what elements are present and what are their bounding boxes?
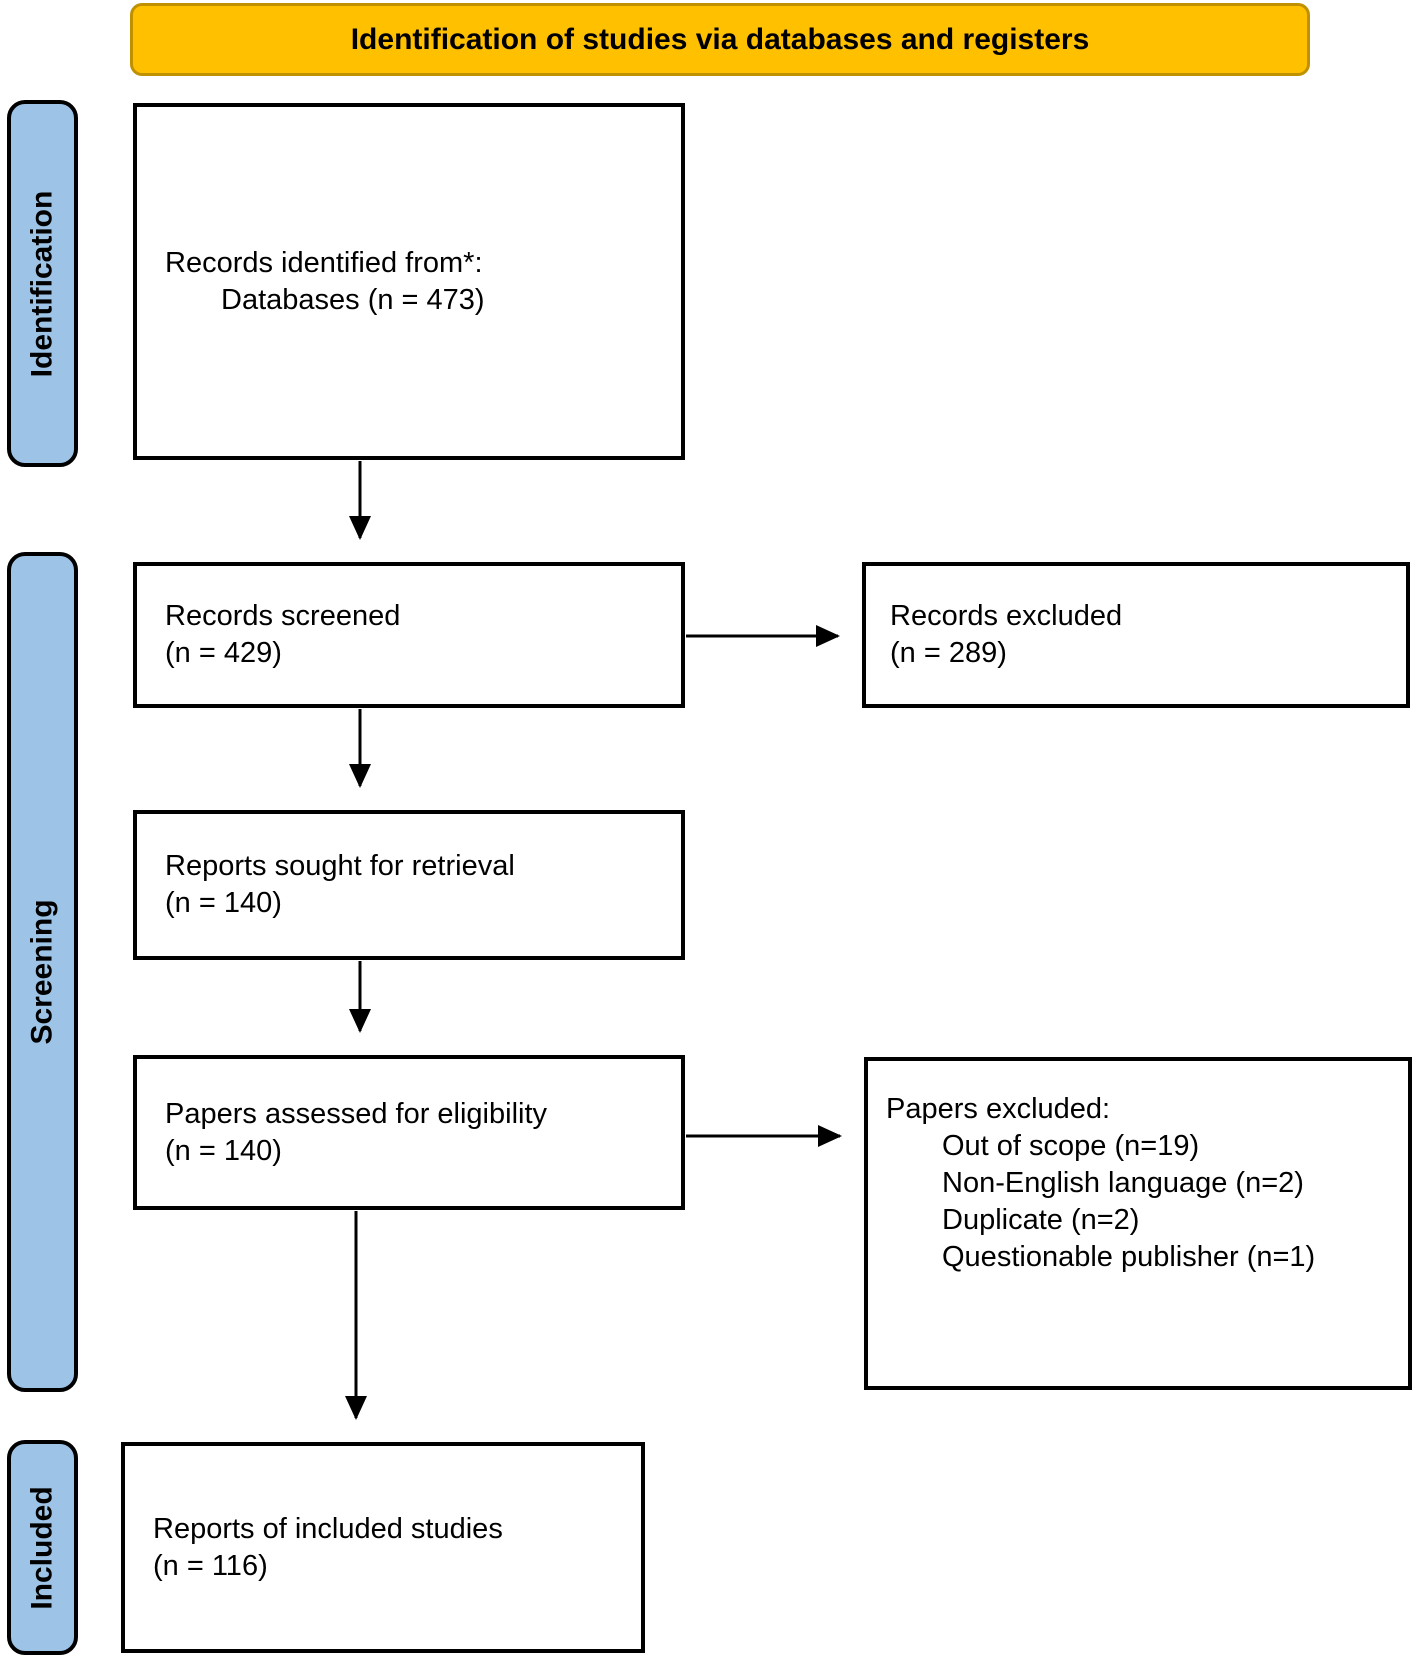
banner-title: Identification of studies via databases … — [350, 22, 1090, 56]
box-reports-sought-line1: Reports sought for retrieval — [165, 850, 515, 882]
stage-screening-label: Screening — [25, 899, 59, 1045]
box-reports-sought: Reports sought for retrieval (n = 140) — [133, 810, 685, 960]
box-records-screened: Records screened (n = 429) — [133, 562, 685, 708]
box-records-identified-line1: Records identified from*: — [165, 246, 483, 279]
box-papers-excluded-title: Papers excluded: — [886, 1093, 1111, 1125]
box-papers-excluded-item-2: Non-English language (n=2) — [942, 1167, 1304, 1199]
stage-included-label: Included — [25, 1485, 59, 1610]
box-records-screened-line2: (n = 429) — [165, 637, 282, 669]
stage-identification: Identification — [7, 100, 78, 467]
stage-identification-label: Identification — [25, 190, 59, 377]
box-records-identified: Records identified from*: Databases (n =… — [133, 103, 685, 460]
box-papers-assessed: Papers assessed for eligibility (n = 140… — [133, 1055, 685, 1210]
box-reports-included-line1: Reports of included studies — [153, 1512, 503, 1545]
box-papers-assessed-line2: (n = 140) — [165, 1134, 282, 1167]
box-records-excluded-line2: (n = 289) — [890, 637, 1007, 669]
box-papers-assessed-line1: Papers assessed for eligibility — [165, 1097, 548, 1130]
box-records-excluded-line1: Records excluded — [890, 600, 1123, 632]
stage-included: Included — [7, 1440, 78, 1655]
stage-screening: Screening — [7, 552, 78, 1392]
box-papers-excluded-item-4: Questionable publisher (n=1) — [942, 1241, 1316, 1273]
box-reports-included-line2: (n = 116) — [153, 1549, 268, 1582]
box-records-identified-line2: Databases (n = 473) — [221, 283, 485, 316]
box-reports-sought-line2: (n = 140) — [165, 887, 282, 919]
box-papers-excluded: Papers excluded: Out of scope (n=19) Non… — [864, 1057, 1412, 1390]
box-reports-included: Reports of included studies (n = 116) — [121, 1442, 645, 1653]
box-records-screened-line1: Records screened — [165, 600, 401, 632]
box-papers-excluded-item-1: Out of scope (n=19) — [942, 1130, 1200, 1162]
banner: Identification of studies via databases … — [130, 3, 1310, 76]
box-records-excluded: Records excluded (n = 289) — [862, 562, 1410, 708]
box-papers-excluded-item-3: Duplicate (n=2) — [942, 1204, 1140, 1236]
